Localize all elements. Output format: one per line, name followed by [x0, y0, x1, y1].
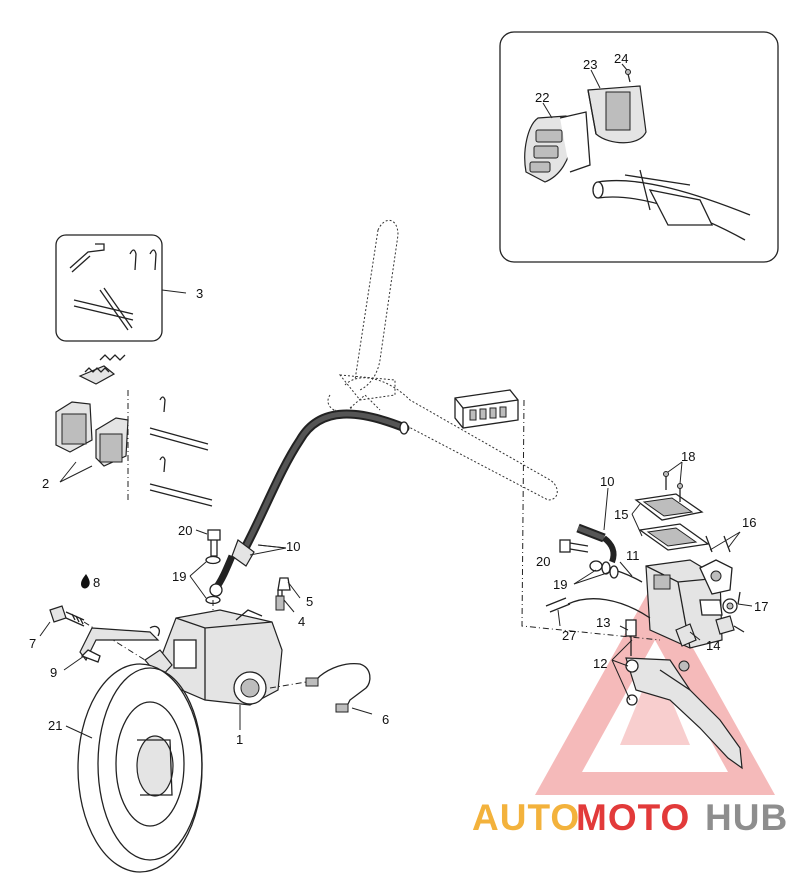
banjo-bolt-left [189, 529, 221, 620]
callout-10-right: 10 [600, 474, 614, 489]
callout-12: 12 [593, 656, 607, 671]
brake-caliper [144, 609, 283, 730]
callout-22: 22 [535, 90, 549, 105]
callout-23: 23 [583, 57, 597, 72]
brake-hose [209, 409, 410, 597]
callout-4: 4 [298, 614, 305, 629]
brake-pads [55, 354, 213, 507]
watermark-moto: MOTO [576, 797, 690, 838]
callout-7: 7 [29, 636, 36, 651]
callout-14: 14 [706, 638, 720, 653]
callout-19-right: 19 [553, 577, 567, 592]
callout-2: 2 [42, 476, 49, 491]
callout-17: 17 [754, 599, 768, 614]
rigid-brake-line [269, 662, 373, 715]
brake-disc [65, 663, 203, 873]
callout-9: 9 [50, 665, 57, 680]
callout-10-left: 10 [286, 539, 300, 554]
callout-3: 3 [196, 286, 203, 301]
callout-27: 27 [562, 628, 576, 643]
callout-labels: 1 2 3 4 5 6 7 8 9 10 10 11 12 13 14 15 1… [29, 51, 768, 747]
callout-15: 15 [614, 507, 628, 522]
watermark-hub: HUB [705, 797, 788, 838]
callout-24: 24 [614, 51, 628, 66]
switch-housing-inset [499, 31, 779, 263]
caliper-bracket [63, 625, 160, 671]
master-cylinder [521, 399, 753, 770]
callout-20-left: 20 [178, 523, 192, 538]
oil-drop-icon [81, 574, 90, 589]
callout-21: 21 [48, 718, 62, 733]
callout-8: 8 [93, 575, 100, 590]
connector-block [454, 389, 519, 429]
callout-11: 11 [626, 548, 640, 563]
callout-6: 6 [382, 712, 389, 727]
callout-13: 13 [596, 615, 610, 630]
bleeder-screw [275, 577, 301, 613]
caliper-mount-bolt [39, 605, 146, 661]
callout-20-right: 20 [536, 554, 550, 569]
pin-kit-inset [55, 234, 187, 342]
watermark-text: AUTO MOTO HUB [472, 797, 788, 838]
callout-18: 18 [681, 449, 695, 464]
callout-1: 1 [236, 732, 243, 747]
callout-19-left: 19 [172, 569, 186, 584]
watermark-auto: AUTO [472, 797, 580, 838]
callout-16: 16 [742, 515, 756, 530]
callout-5: 5 [306, 594, 313, 609]
